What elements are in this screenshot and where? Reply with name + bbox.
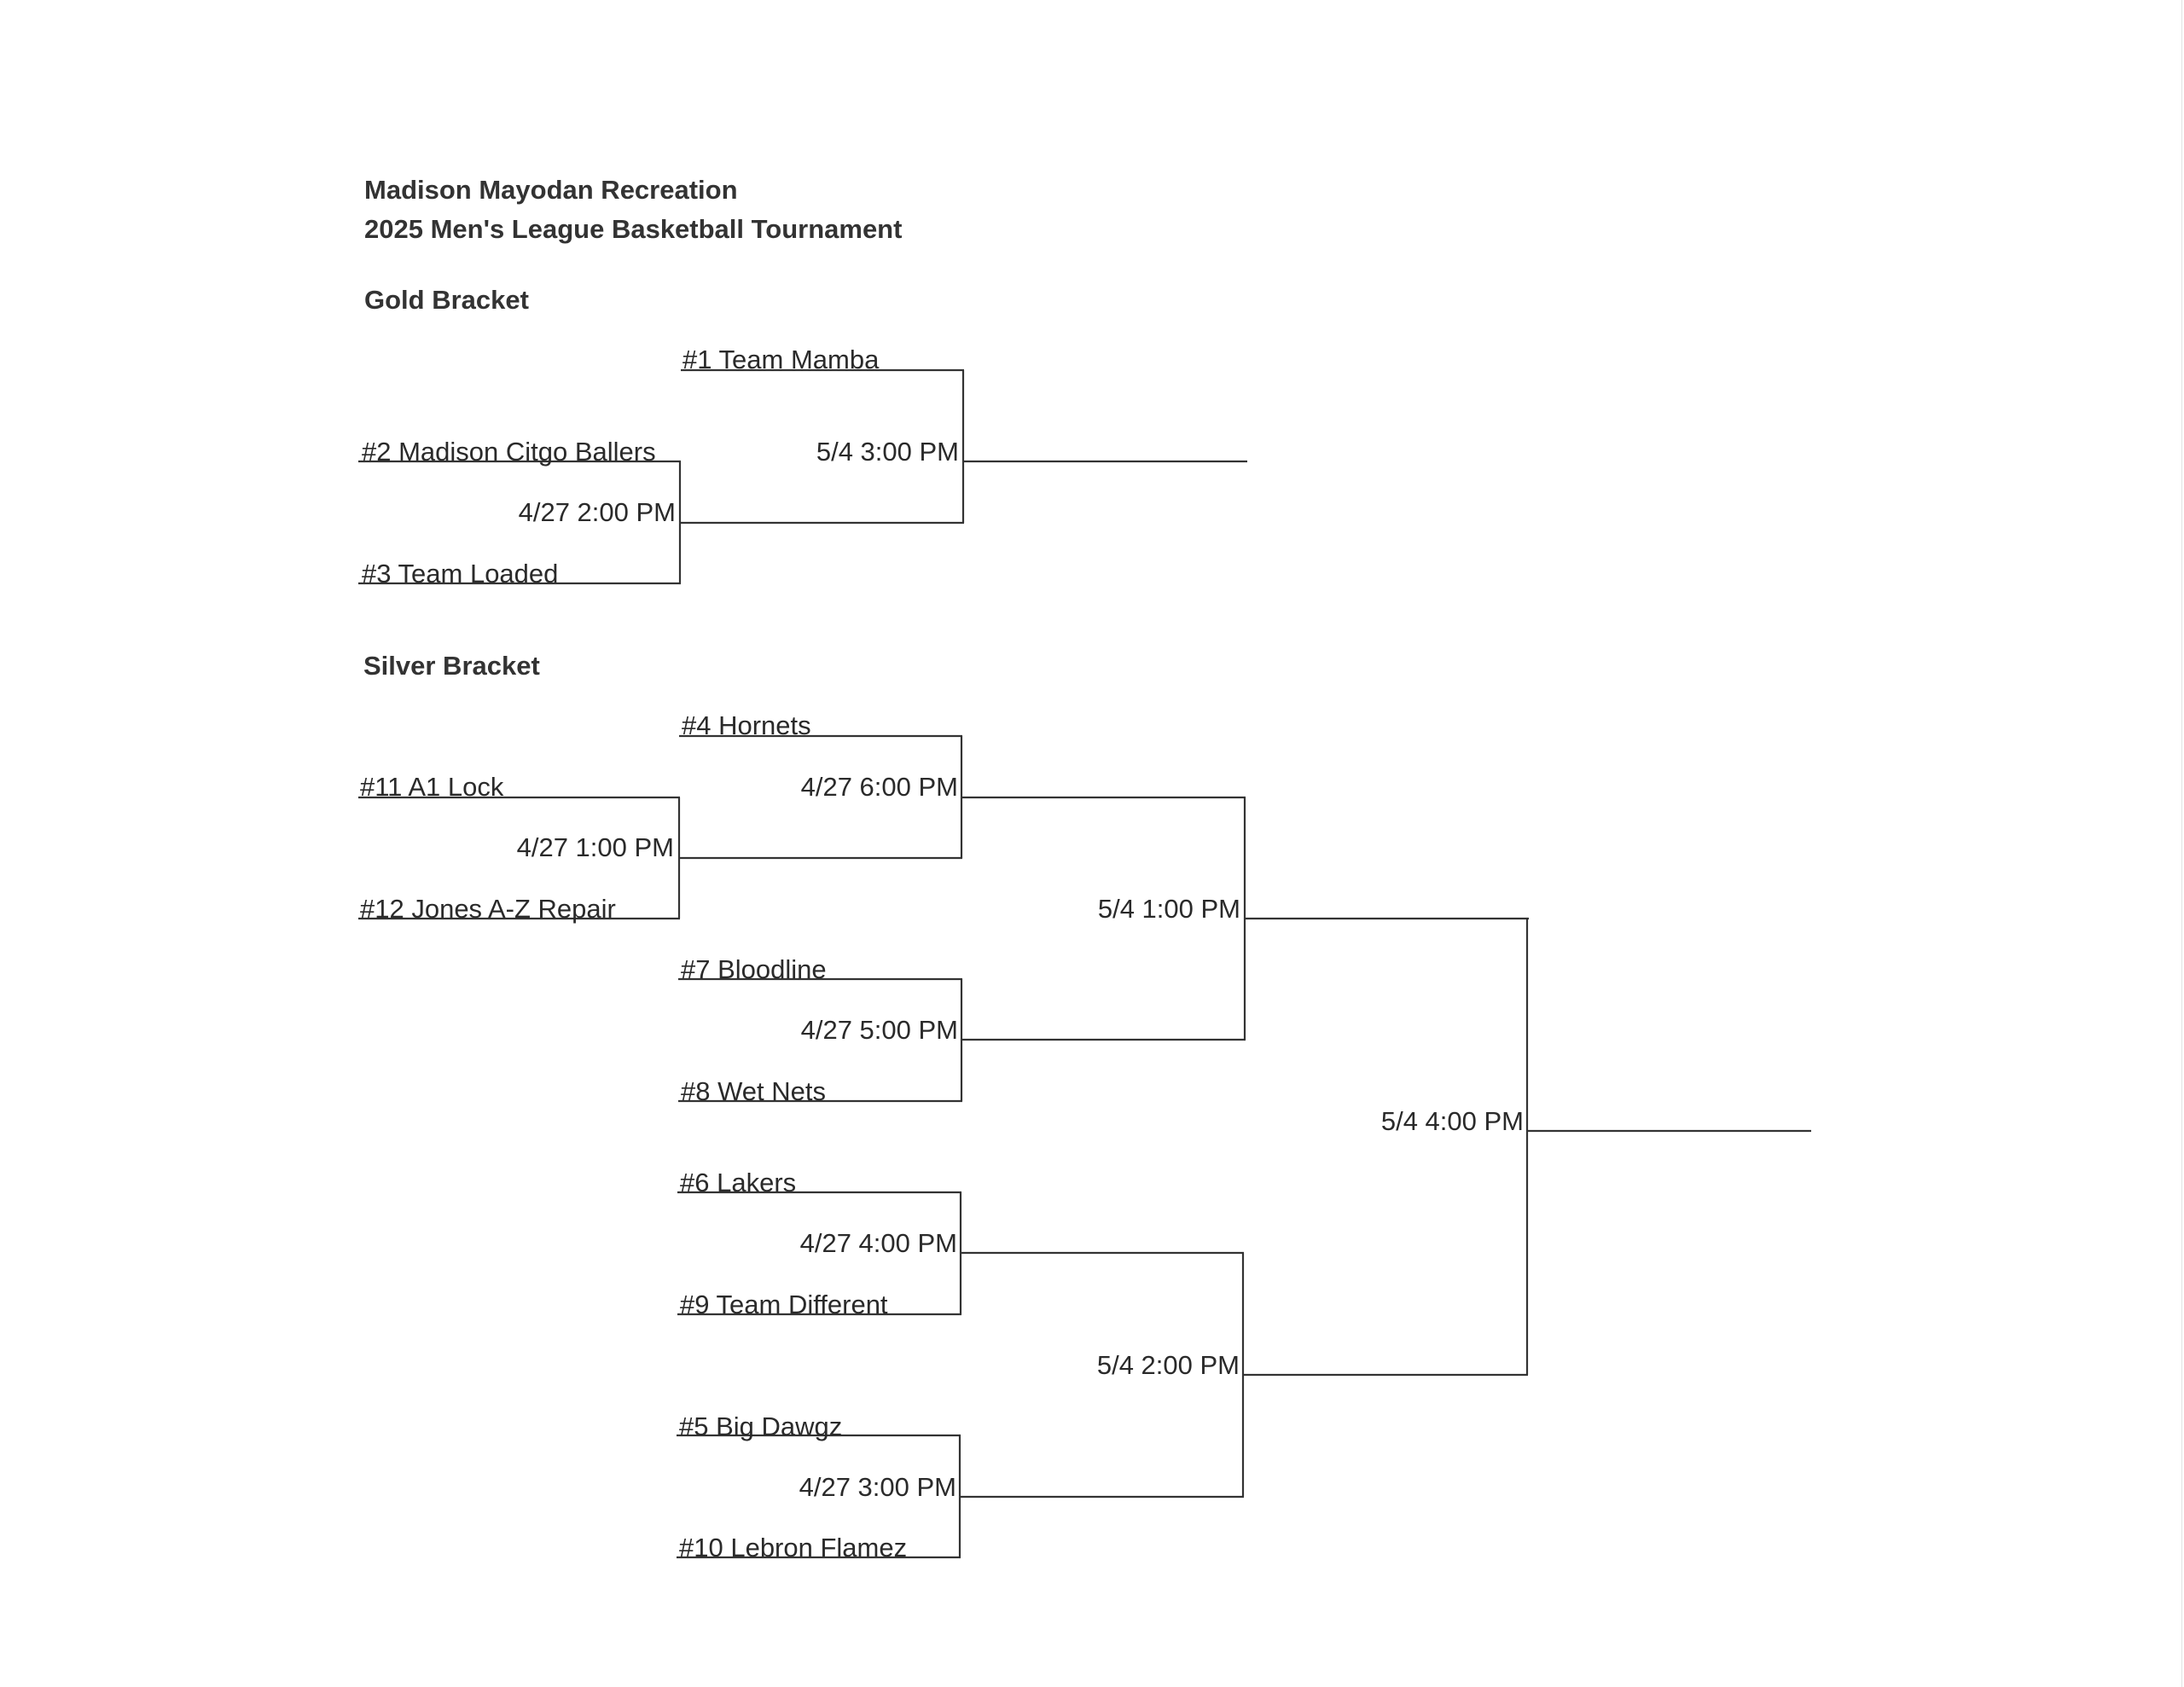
silver-game-5v10-time: 4/27 3:00 PM <box>799 1472 956 1502</box>
gold-bracket-lines <box>358 368 1247 585</box>
tournament-title: 2025 Men's League Basketball Tournament <box>364 214 903 244</box>
team-8-wet-nets: #8 Wet Nets <box>681 1076 827 1106</box>
team-4-hornets: #4 Hornets <box>682 710 811 740</box>
silver-bracket-lines <box>358 734 1811 1559</box>
silver-game-11v12-time: 4/27 1:00 PM <box>516 832 674 862</box>
silver-final-time: 5/4 4:00 PM <box>1380 1106 1524 1136</box>
silver-bracket-heading: Silver Bracket <box>363 651 540 681</box>
team-6-lakers: #6 Lakers <box>680 1168 797 1197</box>
team-3-team-loaded: #3 Team Loaded <box>362 559 559 588</box>
silver-game-6v9-time: 4/27 4:00 PM <box>799 1228 957 1258</box>
team-5-big-dawgz: #5 Big Dawgz <box>679 1412 843 1441</box>
team-12-jones-az-repair: #12 Jones A-Z Repair <box>360 894 616 924</box>
gold-semifinal-time: 4/27 2:00 PM <box>518 497 676 527</box>
gold-final-time: 5/4 3:00 PM <box>816 437 959 467</box>
scan-edge <box>2181 0 2182 1687</box>
gold-bracket-heading: Gold Bracket <box>364 285 529 315</box>
organization-title: Madison Mayodan Recreation <box>364 175 738 205</box>
team-10-lebron-flamez: #10 Lebron Flamez <box>679 1533 908 1562</box>
team-9-team-different: #9 Team Different <box>680 1290 888 1319</box>
team-1-team-mamba: #1 Team Mamba <box>682 345 880 374</box>
team-7-bloodline: #7 Bloodline <box>681 954 827 984</box>
silver-semifinal-bottom-time: 5/4 2:00 PM <box>1096 1350 1240 1380</box>
silver-semifinal-top-time: 5/4 1:00 PM <box>1097 894 1240 924</box>
silver-game-7v8-time: 4/27 5:00 PM <box>800 1015 958 1045</box>
team-2-madison-citgo-ballers: #2 Madison Citgo Ballers <box>362 437 656 467</box>
silver-game-hornets-time: 4/27 6:00 PM <box>800 772 958 802</box>
team-11-a1-lock: #11 A1 Lock <box>360 772 504 802</box>
